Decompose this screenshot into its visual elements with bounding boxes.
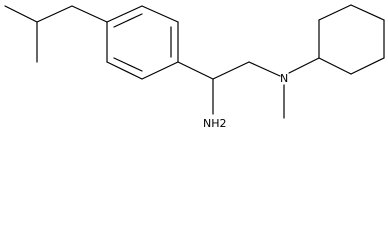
ring-bond-2 <box>141 5 179 23</box>
cyclohexyl-bond-2 <box>318 4 352 21</box>
cyclohexyl-bond-3 <box>350 4 385 21</box>
ring-double-bond-3 <box>113 57 143 72</box>
cyclohexyl-ring <box>318 4 385 75</box>
tertiary-amine: N <box>280 57 320 119</box>
cyclohexyl-bond-6 <box>318 57 352 75</box>
bond-ch2-to-n <box>248 61 281 77</box>
structure-canvas: NH2 N <box>4 4 385 130</box>
ring-bond-5 <box>106 61 143 80</box>
chemical-structure-diagram: NH2 N <box>4 4 385 130</box>
bond-methyl-top <box>4 5 38 23</box>
amine-label: NH2 <box>203 117 227 130</box>
amine-label-text: NH2 <box>203 117 227 130</box>
bond-ring-to-ch <box>177 61 214 80</box>
tertiary-nitrogen-label: N <box>280 72 288 85</box>
bond-isobutyl-ch <box>36 5 73 23</box>
bond-ch-to-ch2 <box>212 61 250 80</box>
ring-bond-4 <box>141 61 179 80</box>
ethylamine-linker <box>177 61 281 115</box>
benzene-ring <box>106 5 179 80</box>
ring-double-bond-1 <box>113 13 143 28</box>
cyclohexyl-bond-5 <box>350 57 385 75</box>
isobutyl-group <box>4 5 108 63</box>
bond-n-to-cyclohexyl <box>288 57 320 74</box>
bond-isobutyl-ch2 <box>71 5 108 23</box>
ring-bond-1 <box>106 5 143 23</box>
